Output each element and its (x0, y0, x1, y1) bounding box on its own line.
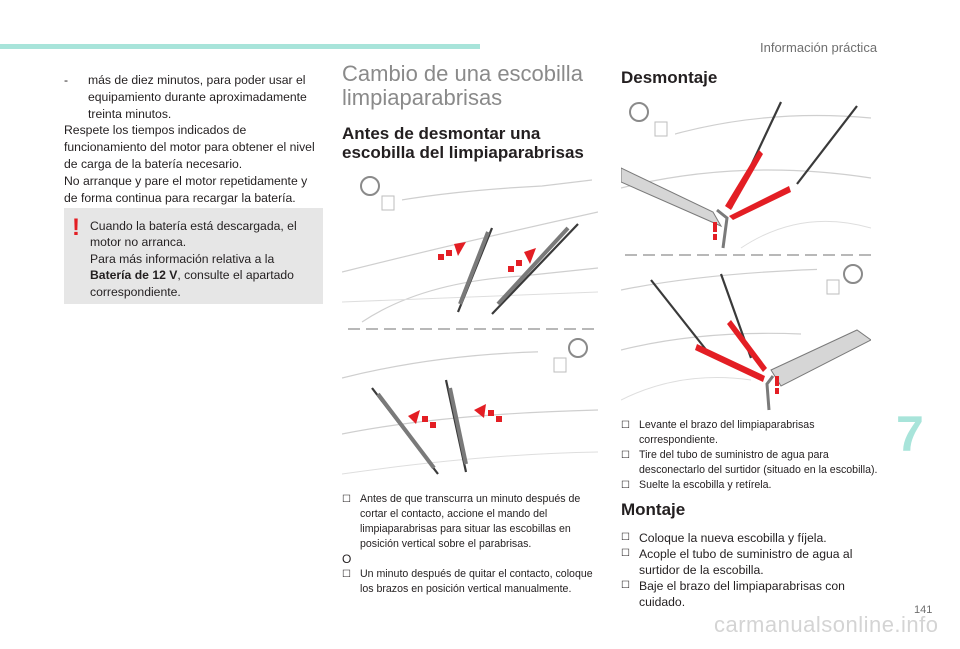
section-title: Información práctica (760, 40, 878, 55)
figure-divider-2 (621, 252, 871, 258)
figure-wipers-manual (342, 334, 598, 486)
dash-list-item: - más de diez minutos, para poder usar e… (64, 72, 324, 122)
checkbox-marker-icon: ☐ (342, 569, 351, 580)
checkbox-marker-icon: ☐ (621, 420, 630, 431)
checkbox-marker-icon: ☐ (621, 450, 630, 461)
checkbox-marker-icon: ☐ (621, 480, 630, 491)
warning-line-2: Para más información relativa a la Bater… (90, 251, 294, 299)
watermark: carmanualsonline.info (714, 612, 939, 637)
intro-text: - más de diez minutos, para poder usar e… (64, 72, 324, 206)
main-title: Cambio de una escobilla limpiaparabrisas (342, 61, 583, 110)
paragraph-engine-times: Respete los tiempos indicados de funcion… (64, 123, 315, 171)
or-separator: O (342, 552, 352, 566)
figure-removal-detach (621, 260, 871, 412)
page-number: 141 (914, 604, 933, 616)
chapter-number: 7 (896, 406, 924, 462)
section-montaje-title: Montaje (621, 500, 686, 519)
list-item: ☐ Baje el brazo del limpiaparabrisas con… (621, 579, 845, 609)
warning-box: ! Cuando la batería está descargada, el … (64, 208, 323, 304)
desmontaje-steps: ☐ Levante el brazo del limpiaparabrisas … (621, 418, 883, 493)
warning-text: Cuando la batería está descargada, el mo… (90, 218, 315, 300)
warning-exclamation-icon: ! (72, 214, 80, 241)
checkbox-marker-icon: ☐ (342, 494, 351, 505)
paragraph-no-restart: No arranque y pare el motor repetidament… (64, 173, 308, 205)
header-accent-bar (0, 44, 480, 49)
figure-wipers-raise (342, 172, 598, 324)
checkbox-marker-icon: ☐ (621, 548, 630, 559)
checkbox-marker-icon: ☐ (621, 532, 630, 543)
dash-marker: - (64, 73, 69, 87)
battery-reference: Batería de 12 V (90, 268, 178, 283)
dash-item-text: más de diez minutos, para poder usar el … (88, 73, 307, 121)
section-desmontaje-title: Desmontaje (621, 68, 718, 87)
montaje-steps: ☐ Coloque la nueva escobilla y fíjela. ☐… (621, 530, 891, 610)
figure-divider-1 (342, 326, 598, 332)
list-item: ☐ Un minuto después de quitar el contact… (342, 568, 593, 595)
list-item: ☐ Suelte la escobilla y retírela. (621, 479, 772, 491)
list-item: ☐ Acople el tubo de suministro de agua a… (621, 547, 853, 577)
checkbox-marker-icon: ☐ (621, 580, 630, 591)
subtitle-before-removal: Antes de desmontar una escobilla del lim… (342, 124, 584, 162)
before-removal-instructions: ☐ Antes de que transcurra un minuto desp… (342, 492, 604, 597)
list-item: ☐ Antes de que transcurra un minuto desp… (342, 493, 581, 550)
warning-line-1: Cuando la batería está descargada, el mo… (90, 219, 297, 250)
figure-removal-lift (621, 98, 871, 250)
list-item: ☐ Levante el brazo del limpiaparabrisas … (621, 419, 815, 446)
list-item: ☐ Tire del tubo de suministro de agua pa… (621, 449, 878, 476)
list-item: ☐ Coloque la nueva escobilla y fíjela. (621, 531, 827, 545)
